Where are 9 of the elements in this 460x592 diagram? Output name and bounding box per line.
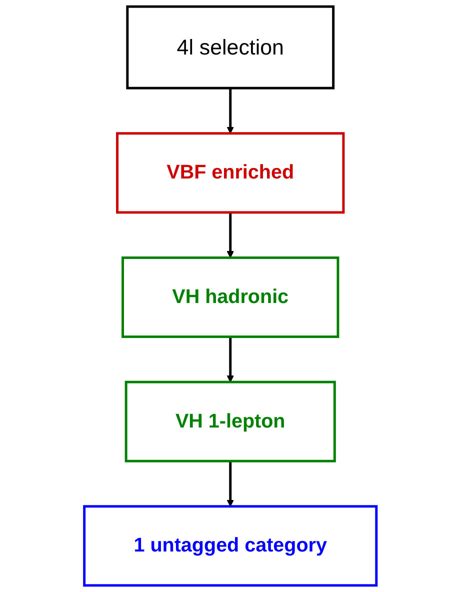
node-box: 4l selection [126, 5, 334, 90]
arrow [226, 461, 234, 507]
node-box: 1 untagged category [82, 505, 378, 587]
arrow [226, 336, 234, 382]
node-box: VH 1-lepton [124, 380, 336, 462]
arrow [226, 212, 234, 258]
node-box: VH hadronic [121, 256, 339, 338]
node-box: VBF enriched [116, 132, 344, 214]
arrow [226, 88, 234, 134]
